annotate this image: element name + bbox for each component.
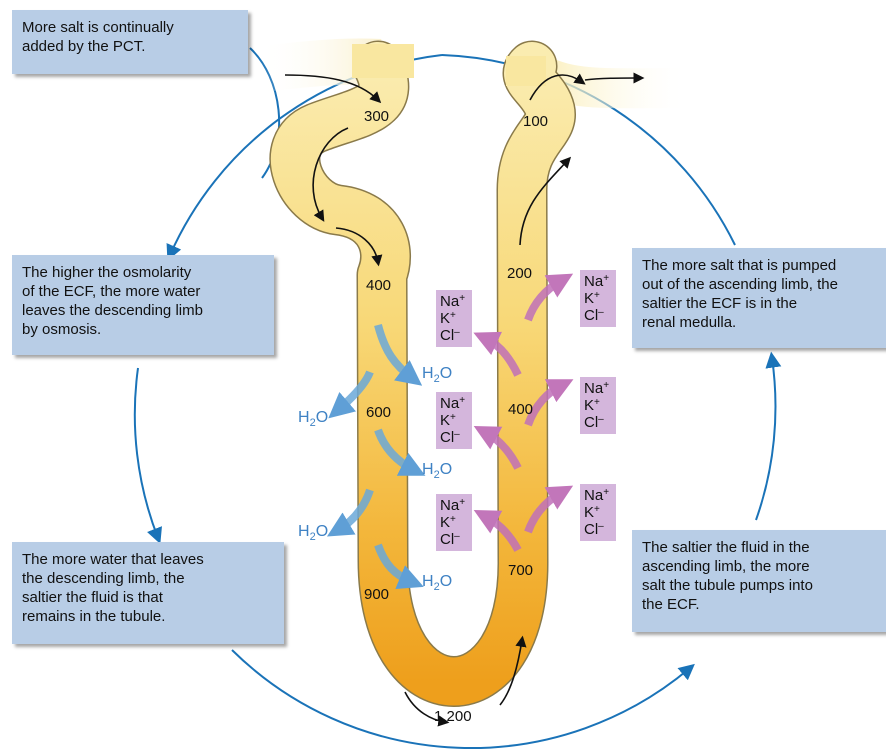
ion-box-left-2: Na+ K+ Cl– (436, 392, 472, 449)
ion-box-right-1: Na+ K+ Cl– (580, 270, 616, 327)
callout-osmolarity: The higher the osmolarity of the ECF, th… (12, 255, 274, 355)
water-label-3: H2O (422, 461, 452, 481)
callout-saltier-fluid: The saltier the fluid in the ascending l… (632, 530, 886, 632)
tubule-junction-left (352, 44, 414, 78)
water-label-2: H2O (298, 409, 328, 429)
osmolarity-asc-700: 700 (508, 562, 533, 579)
osmolarity-desc-400: 400 (366, 277, 391, 294)
water-label-4: H2O (298, 523, 328, 543)
osmolarity-asc-200: 200 (507, 265, 532, 282)
ion-box-left-3: Na+ K+ Cl– (436, 494, 472, 551)
callout-water-leaves: The more water that leaves the descendin… (12, 542, 284, 644)
osmolarity-desc-600: 600 (366, 404, 391, 421)
ion-box-right-3: Na+ K+ Cl– (580, 484, 616, 541)
callout-salt-pumped: The more salt that is pumped out of the … (632, 248, 886, 348)
cycle-arrow-left (135, 368, 158, 538)
osmolarity-asc-100: 100 (523, 113, 548, 130)
water-label-1: H2O (422, 365, 452, 385)
osmolarity-desc-300: 300 (364, 108, 389, 125)
osmolarity-asc-400: 400 (508, 401, 533, 418)
callout-pct: More salt is continually added by the PC… (12, 10, 248, 74)
tubule-junction-right (506, 56, 546, 86)
ion-box-left-1: Na+ K+ Cl– (436, 290, 472, 347)
osmolarity-bottom-1200: 1,200 (434, 708, 472, 725)
cycle-arrow-right (756, 358, 775, 520)
osmolarity-desc-900: 900 (364, 586, 389, 603)
water-label-5: H2O (422, 573, 452, 593)
ion-box-right-2: Na+ K+ Cl– (580, 377, 616, 434)
